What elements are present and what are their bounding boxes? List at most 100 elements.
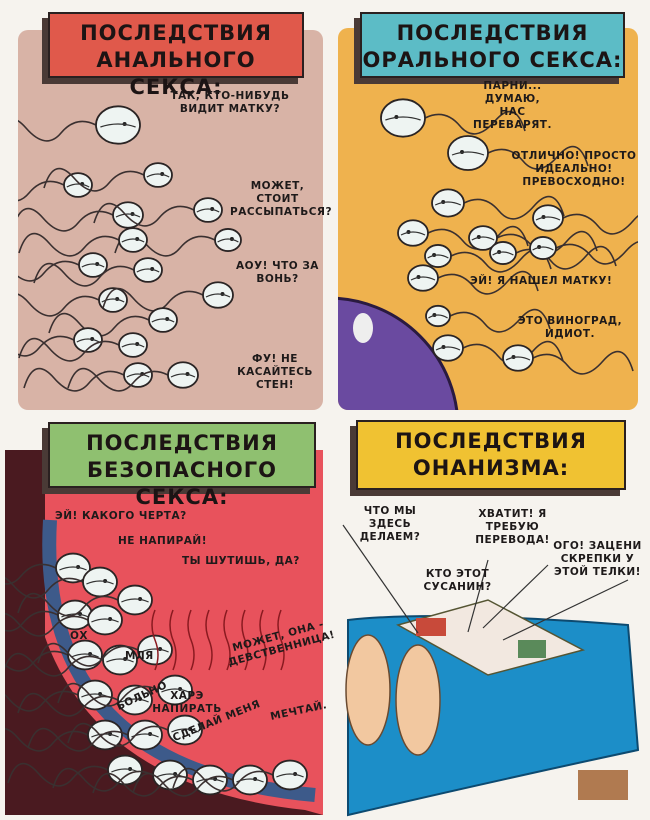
sperm-head <box>432 334 464 362</box>
speech-caption: ХАРЭ НАПИРАТЬ <box>152 690 222 715</box>
speech-caption: ПАРНИ... ДУМАЮ, НАС ПЕРЕВАРЯТ. <box>473 80 552 131</box>
sperm-face <box>435 346 461 351</box>
sperm-head <box>78 252 108 278</box>
sperm-face <box>535 216 561 221</box>
bed-magazine-illustration <box>342 524 640 817</box>
sperm-head <box>380 98 426 138</box>
panel-oral <box>338 28 638 410</box>
sperm-face <box>532 246 554 251</box>
sperm-head <box>67 639 103 671</box>
sperm-head <box>118 332 148 358</box>
sperm-head <box>489 241 517 265</box>
sperm-tail <box>43 167 145 192</box>
sperm-face <box>171 728 199 733</box>
sperm-tail <box>18 232 120 257</box>
speech-caption: ЧТО МЫ ЗДЕСЬ ДЕЛАЕМ? <box>359 505 421 543</box>
title-line1: ПОСЛЕДСТВИЯ <box>80 21 272 45</box>
sperm-face <box>115 213 141 218</box>
sperm-head <box>152 759 188 791</box>
sperm-tail <box>27 727 129 752</box>
sperm-head <box>214 228 242 252</box>
panel-safe-title: ПОСЛЕДСТВИЯ БЕЗОПАСНОГО СЕКСА: <box>48 422 316 509</box>
sperm-head <box>102 644 138 676</box>
sperm-head <box>107 754 143 786</box>
sperm-tail <box>57 682 159 707</box>
sperm-tail <box>17 592 119 617</box>
magazine-picture <box>518 640 546 658</box>
speech-caption: ЭЙ! Я НАШЕЛ МАТКУ! <box>470 275 613 287</box>
sperm-tail <box>172 767 274 792</box>
speech-caption: МОЖЕТ, СТОИТ РАССЫПАТЬСЯ? <box>230 180 333 218</box>
sperm-tail <box>17 692 119 717</box>
sperm-face <box>121 598 149 603</box>
sperm-face <box>146 173 170 178</box>
grape-highlight <box>353 313 373 343</box>
title-line2: ОРАЛЬНОГО СЕКСА: <box>362 48 623 72</box>
sperm-tail <box>18 335 75 357</box>
sperm-tail <box>5 576 84 599</box>
sperm-face <box>151 318 175 323</box>
speech-caption: ФУ! НЕ КАСАЙТЕСЬ СТЕН! <box>237 353 313 391</box>
sperm-tail <box>92 772 194 797</box>
sperm-tail <box>5 650 69 672</box>
sperm-head <box>133 257 163 283</box>
sperm-tail <box>5 652 104 677</box>
sperm-head <box>87 604 123 636</box>
sperm-tail <box>37 642 139 667</box>
sperm-face <box>76 338 100 343</box>
sperm-head <box>431 188 465 218</box>
sperm-tail <box>205 609 213 671</box>
panel-masturbation-title: ПОСЛЕДСТВИЯ ОНАНИЗМА: <box>356 420 626 490</box>
sperm-head <box>407 264 439 292</box>
sperm-face <box>161 688 189 693</box>
sperm-tail <box>169 609 177 671</box>
panel-safe <box>5 450 323 815</box>
sperm-head <box>117 684 153 716</box>
sperm-head <box>193 197 223 223</box>
sperm-head <box>529 236 557 260</box>
sperm-head <box>424 244 452 268</box>
speech-caption: АОУ! ЧТО ЗА ВОНЬ? <box>236 260 319 285</box>
sperm-head <box>148 307 178 333</box>
sperm-face <box>170 373 196 378</box>
sperm-face <box>101 298 125 303</box>
sperm-head <box>63 172 93 198</box>
sperm-tail <box>18 293 100 317</box>
sperm-head <box>502 344 534 372</box>
sperm-head <box>397 219 429 247</box>
sperm-face <box>106 658 134 663</box>
sperm-head <box>137 634 173 666</box>
bed-frame <box>578 770 628 800</box>
sperm-tail <box>487 145 589 170</box>
sperm-face <box>100 123 136 128</box>
title-line1: ПОСЛЕДСТВИЯ <box>86 431 278 455</box>
sperm-face <box>121 343 145 348</box>
sperm-tail <box>532 350 634 375</box>
sperm-face <box>59 566 87 571</box>
sperm-crowd-illustration <box>18 105 242 392</box>
pointer-line <box>342 524 419 634</box>
sperm-head <box>98 287 128 313</box>
sperm-tail <box>18 119 97 142</box>
sperm-face <box>217 238 239 243</box>
condom-sperm-illustration <box>5 450 323 815</box>
sperm-face <box>141 648 169 653</box>
sperm-tail <box>5 610 59 632</box>
sperm-tail <box>437 270 539 295</box>
sperm-face <box>136 268 160 273</box>
sperm-head <box>232 764 268 796</box>
sperm-tail <box>424 110 526 135</box>
sperm-head <box>95 105 141 145</box>
speech-caption: ТЫ ШУТИШЬ, ДА? <box>182 555 300 567</box>
sperm-head <box>272 759 308 791</box>
speech-caption: КТО ЭТОТ СУСАНИН? <box>423 568 492 593</box>
sperm-head <box>123 362 153 388</box>
sperm-tail <box>5 612 89 637</box>
sperm-head <box>167 361 199 389</box>
sperm-tail <box>277 609 285 671</box>
sperm-tail <box>223 609 231 671</box>
speech-caption: ТАК, КТО-НИБУДЬ ВИДИТ МАТКУ? <box>170 90 290 115</box>
sperm-face <box>196 208 220 213</box>
sperm-head <box>532 204 564 232</box>
sperm-head <box>143 162 173 188</box>
